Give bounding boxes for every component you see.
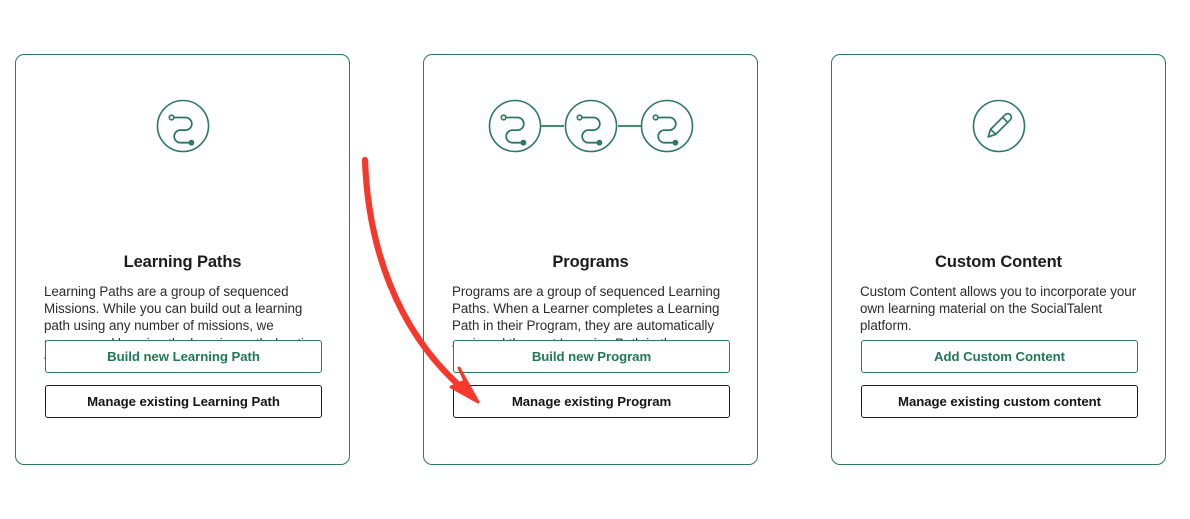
add-custom-content-button[interactable]: Add Custom Content bbox=[861, 340, 1138, 373]
manage-existing-custom-content-button[interactable]: Manage existing custom content bbox=[861, 385, 1138, 418]
pencil-icon bbox=[972, 99, 1026, 158]
card-title: Programs bbox=[552, 253, 629, 271]
card-custom-content: Custom Content Custom Content allows you… bbox=[831, 54, 1166, 465]
programs-linked-nodes-icon bbox=[488, 99, 694, 158]
card-icon-area bbox=[16, 55, 349, 201]
card-icon-area bbox=[832, 55, 1165, 201]
manage-existing-program-button[interactable]: Manage existing Program bbox=[453, 385, 730, 418]
build-new-program-button[interactable]: Build new Program bbox=[453, 340, 730, 373]
learning-path-node-icon bbox=[156, 99, 210, 158]
build-new-learning-path-button[interactable]: Build new Learning Path bbox=[45, 340, 322, 373]
card-learning-paths: Learning Paths Learning Paths are a grou… bbox=[15, 54, 350, 465]
card-icon-area bbox=[424, 55, 757, 201]
card-programs: Programs Programs are a group of sequenc… bbox=[423, 54, 758, 465]
card-description: Custom Content allows you to incorporate… bbox=[860, 284, 1137, 334]
manage-existing-learning-path-button[interactable]: Manage existing Learning Path bbox=[45, 385, 322, 418]
card-title: Learning Paths bbox=[123, 253, 242, 271]
card-title: Custom Content bbox=[935, 253, 1062, 271]
